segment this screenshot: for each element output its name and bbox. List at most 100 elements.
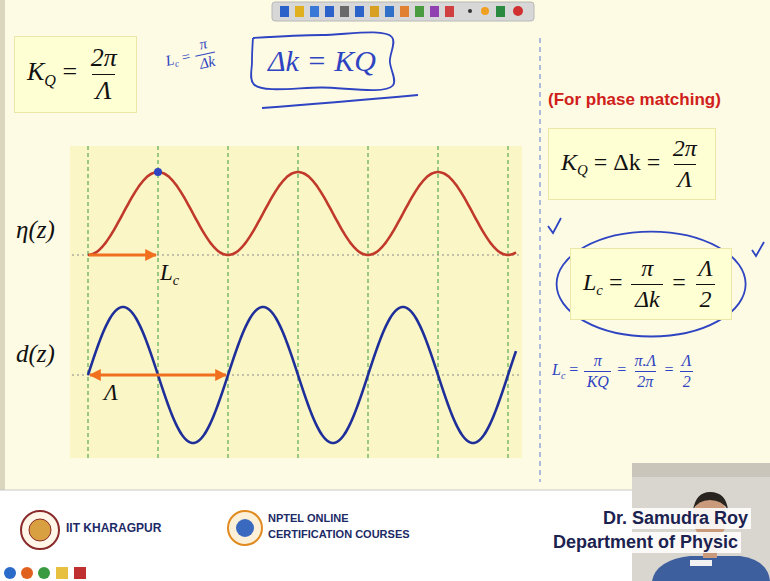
course-name: NPTEL ONLINE <box>268 512 348 525</box>
pen-underline <box>262 95 418 108</box>
pen-check-mark <box>548 218 561 233</box>
text-run: Lc <box>160 260 179 288</box>
slide-edge <box>0 0 5 490</box>
math-symbol: L <box>552 361 561 378</box>
denominator: Λ <box>674 164 696 194</box>
subscript: c <box>561 370 565 381</box>
math-symbol: η(z) <box>16 216 55 243</box>
slide-ground <box>0 0 770 490</box>
pen-stroke <box>251 32 394 90</box>
math-symbol: Λ <box>104 380 118 405</box>
period-arrow <box>90 374 226 377</box>
subscript: Q <box>44 72 56 89</box>
pen-ellipse <box>557 232 746 337</box>
subscript: Q <box>577 162 588 178</box>
formula-box: KQ = Δk = 2πΛ <box>548 128 716 200</box>
text-run: NPTEL ONLINE <box>268 512 348 525</box>
iit-logo <box>21 511 59 549</box>
equation-operator: = <box>569 361 578 378</box>
panel-divider <box>539 38 540 482</box>
formula: Lc = πΔk = Λ2 <box>583 255 719 313</box>
math-symbol: K <box>561 149 577 175</box>
math-symbol: CERTIFICATION COURSES <box>268 528 410 540</box>
denominator: 2π <box>635 371 656 391</box>
subscript: c <box>173 272 179 288</box>
pen-check-mark <box>752 242 764 256</box>
subscript: c <box>174 58 180 69</box>
note-text: (For phase matching) <box>548 90 721 110</box>
d-baseline <box>72 375 520 376</box>
eta-baseline <box>72 255 520 256</box>
fraction: Λ2 <box>679 352 693 391</box>
fraction: πKQ <box>584 352 611 391</box>
math-symbol: Dr. Samudra Roy <box>603 508 748 528</box>
institute-name: IIT KHARAGPUR <box>66 522 161 536</box>
equation-operator: = Δk = <box>594 149 661 175</box>
math-symbol: d(z) <box>16 340 55 367</box>
formula: Δk = KQ <box>268 44 376 79</box>
numerator: 2π <box>669 135 700 164</box>
axis-label: d(z) <box>16 340 55 369</box>
handwritten-equation: Δk = KQ <box>268 44 376 77</box>
math-symbol: Department of Physic <box>553 532 738 552</box>
presenter-name: Dr. Samudra Roy <box>600 508 751 529</box>
pen-dot <box>154 168 162 176</box>
numerator: 2π <box>87 43 121 74</box>
numerator: π <box>638 255 657 284</box>
handwritten-box: Δk = KQ <box>250 34 394 89</box>
formula-box: Lc = πΔk = Λ2 <box>570 248 732 320</box>
numerator: Λ <box>695 255 717 284</box>
text-run: CERTIFICATION COURSES <box>268 528 410 541</box>
math-symbol: IIT KHARAGPUR <box>66 521 161 535</box>
subscript: c <box>596 282 603 298</box>
denominator: Λ <box>92 74 116 106</box>
equation-operator: = <box>664 361 673 378</box>
fraction: π.Λ2π <box>632 352 658 391</box>
text-run: Λ <box>104 380 118 406</box>
equation-operator: = <box>609 269 623 295</box>
text-run: Lc=πKQ=π.Λ2π=Λ2 <box>552 352 696 391</box>
text-run: IIT KHARAGPUR <box>66 522 161 536</box>
text-run: η(z) <box>16 216 55 245</box>
text-run: Department of Physic <box>553 532 738 553</box>
math-symbol: (For phase matching) <box>548 90 721 109</box>
formula-box: KQ = 2πΛ <box>14 36 137 113</box>
equation-operator: = <box>617 361 626 378</box>
numerator: π <box>591 352 604 371</box>
efficiency-curve <box>88 172 516 255</box>
numerator: Λ <box>679 352 693 371</box>
math-symbol: L <box>160 260 173 285</box>
equation-operator: = <box>672 269 686 295</box>
denominator: 2 <box>696 284 715 314</box>
numerator: π.Λ <box>632 352 658 371</box>
fraction: πΔk <box>631 255 663 313</box>
course-name: CERTIFICATION COURSES <box>268 528 410 541</box>
denominator: KQ <box>584 371 611 391</box>
math-symbol: NPTEL ONLINE <box>268 512 348 524</box>
math-symbol: K <box>27 57 44 86</box>
plot-panel <box>70 146 522 458</box>
coherence-length-arrow <box>89 254 156 257</box>
denominator: Δk <box>631 284 663 314</box>
nonlinearity-curve <box>88 307 516 443</box>
pen-toolbar <box>272 2 534 21</box>
denominator: 2 <box>680 371 693 391</box>
equation-operator: = <box>62 57 77 86</box>
text-run: (For phase matching) <box>548 90 721 110</box>
taskbar-icons <box>4 567 86 579</box>
department-name: Department of Physic <box>550 532 741 553</box>
formula: KQ = Δk = 2πΛ <box>561 135 703 193</box>
axis-label: η(z) <box>16 216 55 245</box>
dimension-label: Λ <box>104 380 118 406</box>
text-run: Dr. Samudra Roy <box>603 508 748 529</box>
handwritten-note: Lc=πKQ=π.Λ2π=Λ2 <box>552 352 696 391</box>
fraction: 2πΛ <box>87 43 121 106</box>
period-gridlines <box>88 146 508 458</box>
dimension-label: Lc <box>160 260 179 288</box>
math-symbol: L <box>583 269 596 295</box>
text-run: d(z) <box>16 340 55 369</box>
fraction: 2πΛ <box>669 135 700 193</box>
formula: KQ = 2πΛ <box>27 43 124 106</box>
nptel-logo <box>228 511 262 545</box>
fraction: Λ2 <box>695 255 717 313</box>
